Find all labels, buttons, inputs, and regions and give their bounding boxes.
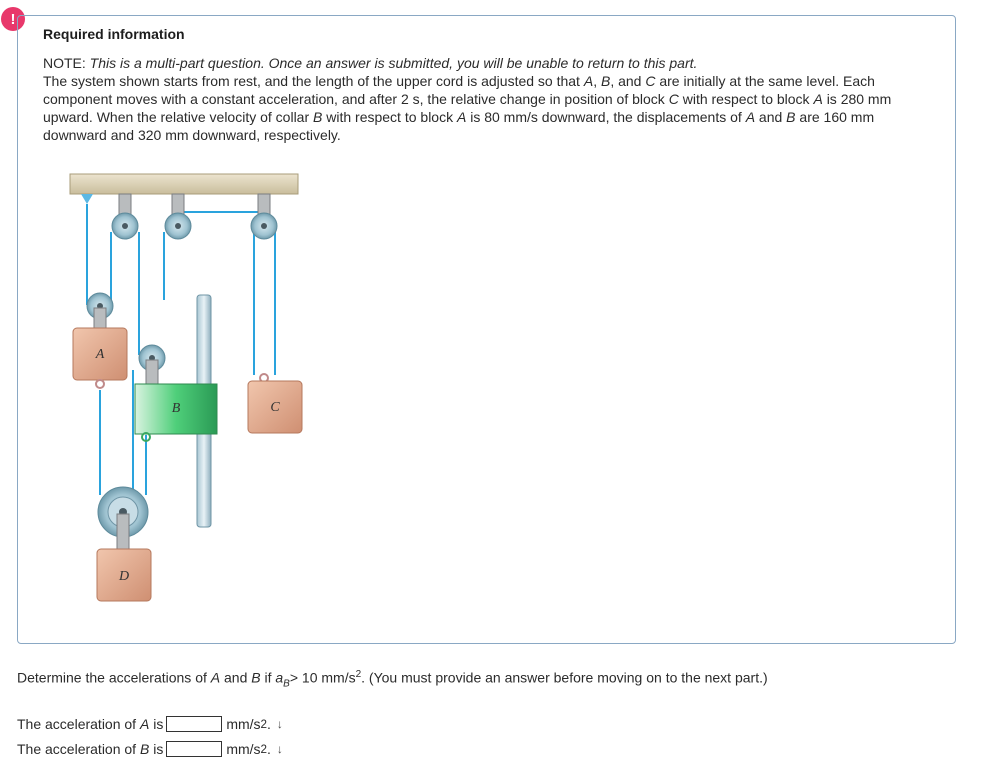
block-a: A — [72, 292, 128, 389]
problem-statement: NOTE: This is a multi-part question. Onc… — [43, 54, 913, 144]
ceiling-pulley-3 — [250, 193, 278, 240]
acceleration-b-input[interactable] — [166, 741, 223, 757]
required-info-panel — [17, 15, 956, 644]
note-text: This is a multi-part question. Once an a… — [89, 55, 698, 71]
ceiling-beam — [69, 173, 299, 195]
question-prompt: Determine the accelerations of A and B i… — [17, 669, 768, 690]
block-c: C — [247, 373, 303, 434]
label-c: C — [270, 400, 280, 415]
pulley-system-figure: A B C D — [55, 160, 315, 615]
block-d: D — [96, 486, 152, 602]
down-arrow-icon: ↓ — [276, 742, 283, 756]
down-arrow-icon: ↓ — [276, 717, 283, 731]
label-d: D — [118, 569, 129, 584]
problem-body: The system shown starts from rest, and t… — [43, 73, 892, 143]
note-label: NOTE: — [43, 55, 86, 71]
ceiling-pulley-2 — [164, 193, 192, 240]
label-a: A — [95, 347, 105, 362]
label-b: B — [172, 401, 181, 416]
note-line: NOTE: This is a multi-part question. Onc… — [43, 54, 913, 72]
cords — [86, 204, 276, 495]
alert-icon: ! — [1, 7, 25, 31]
collar-b: B — [134, 344, 218, 442]
acceleration-a-input[interactable] — [166, 716, 223, 732]
ceiling-pulley-1 — [111, 193, 139, 240]
required-info-heading: Required information — [43, 26, 185, 42]
cord-anchor — [81, 194, 93, 204]
